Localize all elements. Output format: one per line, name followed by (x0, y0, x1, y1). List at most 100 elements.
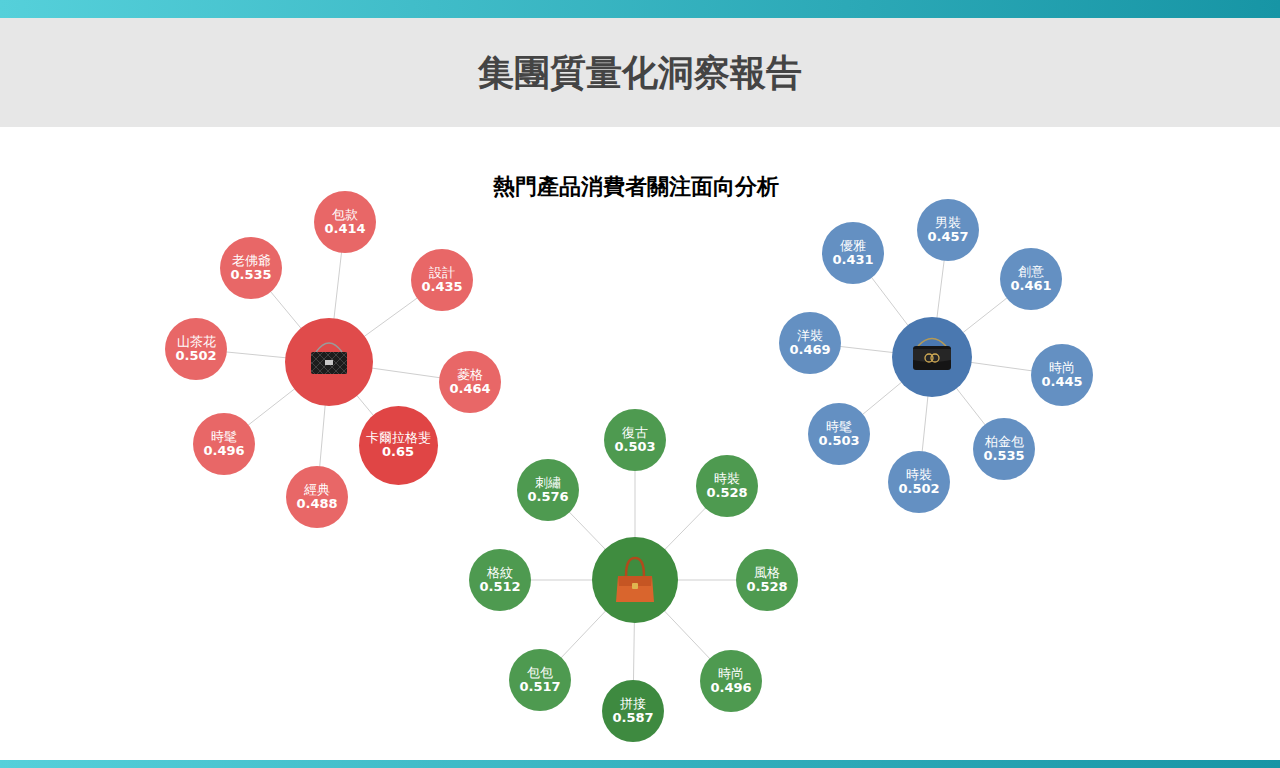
topic-circle: 時髦0.503 (808, 403, 870, 465)
topic-score: 0.528 (706, 486, 747, 500)
topic-name: 柏金包 (985, 435, 1024, 449)
topic-circle: 包包0.517 (509, 649, 571, 711)
topic-name: 格紋 (487, 566, 513, 580)
topic-score: 0.445 (1041, 375, 1082, 389)
topic-score: 0.461 (1010, 279, 1051, 293)
top-bar (0, 0, 1280, 18)
topic-name: 包包 (527, 666, 553, 680)
topic-circle: 經典0.488 (286, 466, 348, 528)
topic-score: 0.488 (296, 497, 337, 511)
topic-circle: 格紋0.512 (469, 549, 531, 611)
topic-score: 0.435 (421, 280, 462, 294)
topic-circle: 柏金包0.535 (973, 418, 1035, 480)
topic-circle: 復古0.503 (604, 409, 666, 471)
topic-name: 刺繡 (535, 476, 561, 490)
topic-circle: 設計0.435 (411, 249, 473, 311)
spokes (196, 222, 1062, 711)
topic-circle: 洋裝0.469 (779, 312, 841, 374)
topic-name: 時髦 (826, 420, 852, 434)
bag-handle (626, 558, 644, 576)
hub-circle (285, 318, 373, 406)
bag-body (913, 346, 951, 370)
topic-circle: 時裝0.502 (888, 451, 950, 513)
topic-circle: 時裝0.528 (696, 455, 758, 517)
topic-score: 0.502 (175, 349, 216, 363)
topic-score: 0.535 (230, 268, 271, 282)
topic-circle: 山茶花0.502 (165, 318, 227, 380)
topic-circle: 創意0.461 (1000, 248, 1062, 310)
topic-name: 男裝 (935, 216, 961, 230)
header-band: 集團質量化洞察報告 (0, 18, 1280, 127)
report-title: 集團質量化洞察報告 (0, 18, 1280, 127)
clasp (325, 360, 333, 365)
product-hubs (285, 317, 972, 623)
chart-subtitle: 熱門產品消費者關注面向分析 (493, 172, 779, 202)
topic-circle: 風格0.528 (736, 549, 798, 611)
bag-lock (632, 583, 638, 589)
topic-name: 時尚 (1049, 361, 1075, 375)
topic-score: 0.503 (614, 440, 655, 454)
topic-name: 時裝 (906, 468, 932, 482)
topic-score: 0.587 (612, 711, 653, 725)
product-icon (616, 558, 654, 602)
topic-name: 包款 (332, 208, 358, 222)
topic-score: 0.535 (983, 449, 1024, 463)
topic-score: 0.414 (324, 222, 365, 236)
bag-body (616, 576, 654, 602)
topic-name: 時裝 (714, 472, 740, 486)
topic-score: 0.503 (818, 434, 859, 448)
topic-score: 0.496 (710, 681, 751, 695)
topic-score: 0.457 (927, 230, 968, 244)
topic-name: 拼接 (620, 697, 646, 711)
quilting (311, 352, 347, 374)
topic-score: 0.528 (746, 580, 787, 594)
product-hub (592, 537, 678, 623)
product-hub (892, 317, 972, 397)
topic-circle: 卡爾拉格斐0.65 (359, 406, 438, 485)
topic-circle: 老佛爺0.535 (220, 237, 282, 299)
chain-strap (316, 343, 342, 352)
topic-score: 0.496 (203, 444, 244, 458)
topic-name: 優雅 (840, 239, 866, 253)
topic-name: 老佛爺 (232, 254, 271, 268)
topic-score: 0.517 (519, 680, 560, 694)
product-hub (285, 318, 373, 406)
product-icon (285, 343, 371, 374)
topic-name: 卡爾拉格斐 (366, 431, 431, 445)
topic-circle: 時尚0.445 (1031, 344, 1093, 406)
topic-name: 經典 (304, 483, 330, 497)
bag-body (311, 352, 347, 374)
topic-circle: 菱格0.464 (439, 351, 501, 413)
hub-circle (892, 317, 972, 397)
product-icon (913, 339, 951, 371)
topic-circle: 時尚0.496 (700, 650, 762, 712)
bottom-bar (0, 760, 1280, 768)
topic-name: 洋裝 (797, 329, 823, 343)
topic-name: 創意 (1018, 265, 1044, 279)
topic-circle: 刺繡0.576 (517, 459, 579, 521)
topic-name: 復古 (622, 426, 648, 440)
topic-name: 菱格 (457, 368, 483, 382)
topic-name: 時尚 (718, 667, 744, 681)
topic-name: 山茶花 (177, 335, 216, 349)
topic-score: 0.431 (832, 253, 873, 267)
topic-circle: 拼接0.587 (602, 680, 664, 742)
chain-strap (918, 339, 946, 347)
hub-circle (592, 537, 678, 623)
logo-ring (931, 354, 939, 362)
topic-circle: 優雅0.431 (822, 222, 884, 284)
topic-score: 0.576 (527, 490, 568, 504)
topic-score: 0.469 (789, 343, 830, 357)
topic-circle: 男裝0.457 (917, 199, 979, 261)
topic-name: 設計 (429, 266, 455, 280)
bag-flap (913, 349, 951, 362)
topic-score: 0.512 (479, 580, 520, 594)
topic-score: 0.464 (449, 382, 490, 396)
topic-circle: 包款0.414 (314, 191, 376, 253)
topic-circle: 時髦0.496 (193, 413, 255, 475)
topic-score: 0.65 (382, 445, 414, 459)
topic-name: 時髦 (211, 430, 237, 444)
topic-name: 風格 (754, 566, 780, 580)
